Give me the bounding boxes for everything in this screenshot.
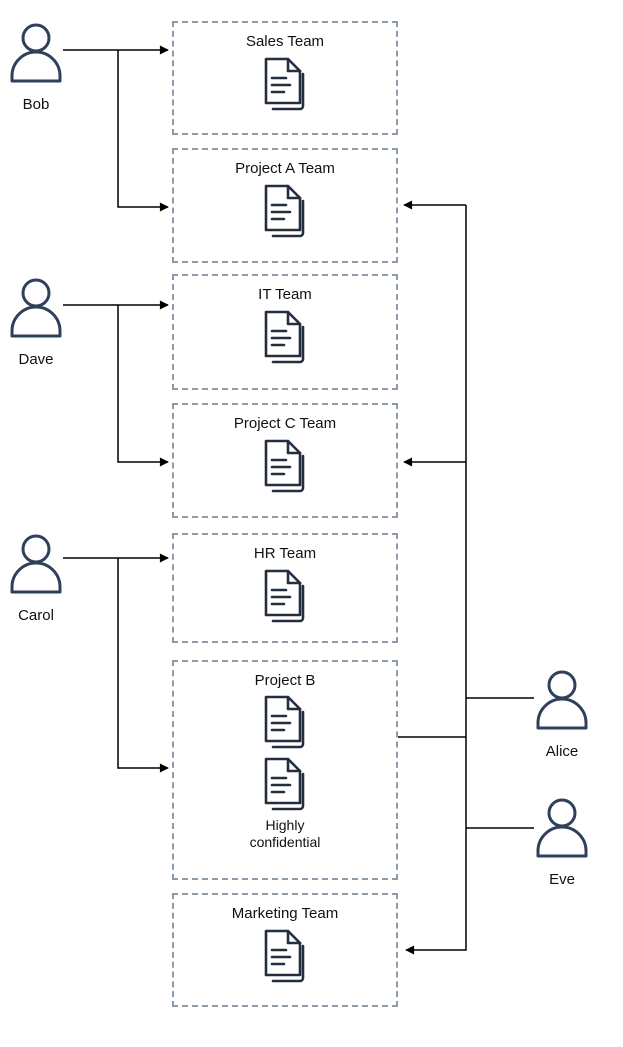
- team-box-project-a-team: Project A Team: [172, 148, 398, 263]
- person-icon: [10, 23, 62, 83]
- team-box-it-team: IT Team: [172, 274, 398, 390]
- user-eve: Eve: [534, 797, 590, 888]
- team-label: Sales Team: [245, 33, 325, 50]
- team-label: HR Team: [253, 545, 317, 562]
- person-icon: [10, 278, 62, 338]
- user-dave: Dave: [8, 277, 64, 368]
- documents-icon: [264, 569, 305, 623]
- person-icon: [536, 670, 588, 730]
- team-label: IT Team: [258, 286, 312, 303]
- documents-icon: [264, 929, 305, 983]
- trunk-to-marketing: [405, 205, 467, 955]
- documents-icon: [264, 695, 305, 749]
- documents-icon: [264, 439, 305, 493]
- user-name: Dave: [18, 351, 54, 368]
- arrow-carol-to-project-b: [117, 558, 169, 773]
- team-label: Project B: [254, 672, 316, 689]
- team-box-project-c-team: Project C Team: [172, 403, 398, 518]
- team-box-hr-team: HR Team: [172, 533, 398, 643]
- team-label: Marketing Team: [231, 905, 339, 922]
- user-name: Bob: [22, 96, 50, 113]
- user-carol: Carol: [8, 533, 64, 624]
- user-bob: Bob: [8, 22, 64, 113]
- confidential-documents-icon: [264, 757, 305, 811]
- documents-icon: [264, 310, 305, 364]
- arrow-dave-to-project-c: [117, 305, 169, 467]
- team-label: Project A Team: [235, 160, 335, 177]
- documents-icon: [264, 57, 305, 111]
- confidential-note: Highly confidential: [249, 817, 321, 850]
- user-name: Alice: [545, 743, 579, 760]
- user-name: Eve: [549, 871, 575, 888]
- person-icon: [536, 798, 588, 858]
- arrow-bob-to-project-a: [117, 50, 169, 212]
- team-box-sales-team: Sales Team: [172, 21, 398, 135]
- documents-icon: [264, 184, 305, 238]
- user-alice: Alice: [534, 669, 590, 760]
- team-box-project-b: Project B Highly confidential: [172, 660, 398, 880]
- user-name: Carol: [18, 607, 54, 624]
- team-label: Project C Team: [233, 415, 337, 432]
- team-box-marketing-team: Marketing Team: [172, 893, 398, 1007]
- person-icon: [10, 534, 62, 594]
